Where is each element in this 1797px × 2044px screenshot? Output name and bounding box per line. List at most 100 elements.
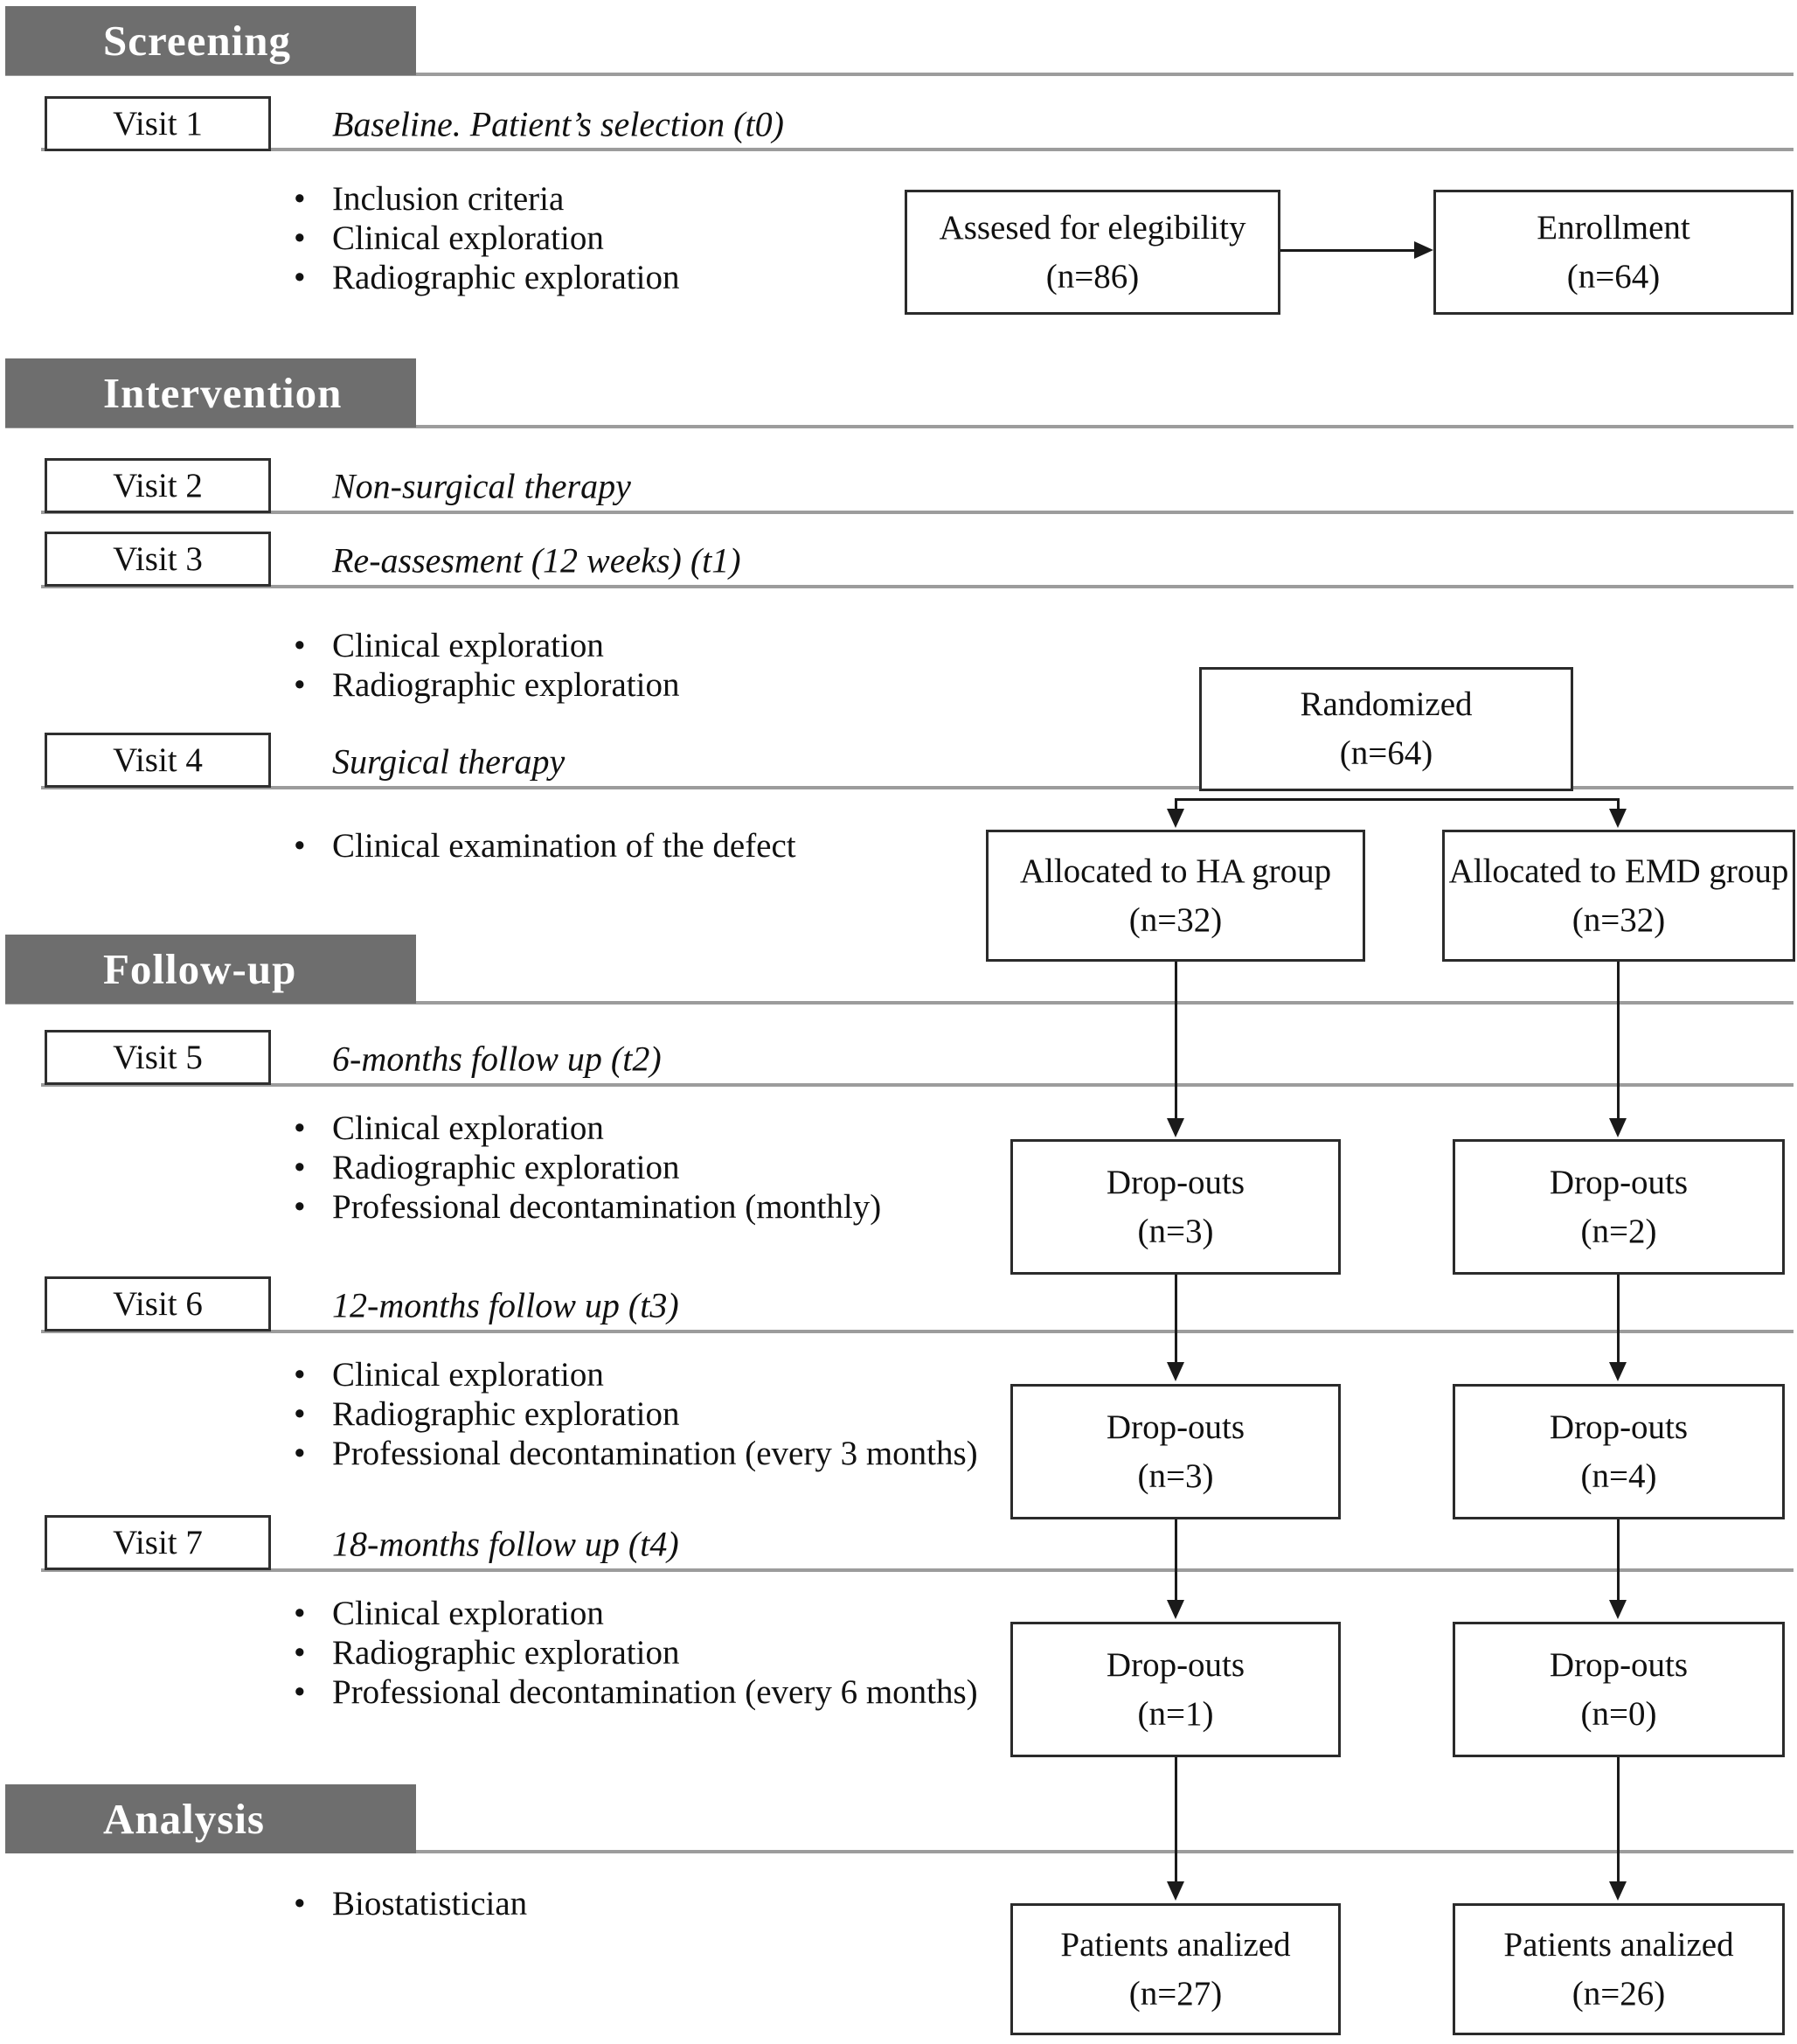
visit-2-box: Visit 2 [45,458,271,513]
allocated-emd-line2: (n=32) [1572,900,1666,939]
allocated-ha-box: Allocated to HA group (n=32) [986,830,1365,962]
visit-2-title: Non-surgical therapy [332,466,631,506]
section-bar-followup: Follow-up [5,935,416,1004]
arrow-emd-drop2-to-drop3-head [1609,1600,1627,1619]
arrow-split-left-head [1167,809,1184,828]
row-line-visit-1 [41,148,1794,151]
visit-5-bullets: Clinical exploration Radiographic explor… [294,1109,881,1227]
bullet-item: Clinical exploration [294,1594,978,1633]
bullet-item: Radiographic exploration [294,665,679,705]
dropouts-ha-t3-line2: (n=3) [1137,1457,1214,1495]
visit-6-bullets: Clinical exploration Radiographic explor… [294,1355,978,1473]
arrow-emd-alloc-to-drop1-line [1617,962,1620,1120]
enrollment-box: Enrollment (n=64) [1433,190,1794,315]
visit-1-box: Visit 1 [45,96,271,151]
bullet-item: Radiographic exploration [294,258,679,297]
arrow-emd-drop3-to-analyzed-line [1617,1757,1620,1883]
enrollment-line1: Enrollment [1537,208,1690,247]
visit-7-label: Visit 7 [113,1524,203,1561]
arrow-split-right-stub [1617,798,1620,810]
visit-6-label: Visit 6 [113,1285,203,1323]
patients-analyzed-ha-box: Patients analized (n=27) [1010,1903,1341,2035]
visit-3-label: Visit 3 [113,540,203,578]
dropouts-ha-t4-line2: (n=1) [1137,1694,1214,1733]
visit-3-box: Visit 3 [45,532,271,587]
patients-analyzed-ha-line2: (n=27) [1128,1974,1223,2013]
visit-1-bullets: Inclusion criteria Clinical exploration … [294,179,679,297]
bullet-item: Clinical exploration [294,1109,881,1148]
visit-4-bullets: Clinical examination of the defect [294,826,796,866]
arrow-ha-drop3-to-analyzed-line [1175,1757,1177,1883]
visit-7-title: 18-months follow up (t4) [332,1524,679,1564]
visit-5-label: Visit 5 [113,1039,203,1076]
visit-3-bullets: Clinical exploration Radiographic explor… [294,626,679,705]
arrow-split-right-head [1609,809,1627,828]
enrollment-line2: (n=64) [1566,257,1661,295]
assessed-line2: (n=86) [1045,257,1140,295]
dropouts-emd-t2-line1: Drop-outs [1549,1163,1689,1201]
bullet-item: Inclusion criteria [294,179,679,219]
assessed-line1: Assesed for elegibility [939,208,1246,247]
bullet-item: Clinical exploration [294,1355,978,1394]
dropouts-ha-t4-line1: Drop-outs [1106,1645,1245,1684]
bullet-item: Professional decontamination (monthly) [294,1187,881,1227]
allocated-emd-box: Allocated to EMD group (n=32) [1442,830,1795,962]
visit-6-box: Visit 6 [45,1276,271,1331]
arrow-emd-alloc-to-drop1-head [1609,1118,1627,1137]
section-label-intervention: Intervention [103,369,343,417]
row-line-visit-3 [41,585,1794,588]
arrow-ha-drop1-to-drop2-head [1167,1362,1184,1381]
bullet-item: Clinical exploration [294,626,679,665]
patients-analyzed-emd-line2: (n=26) [1572,1974,1666,2013]
dropouts-emd-t3-line2: (n=4) [1580,1457,1657,1495]
visit-7-bullets: Clinical exploration Radiographic explor… [294,1594,978,1712]
row-line-visit-5 [41,1083,1794,1087]
arrow-assessed-to-enrollment-line [1280,249,1420,252]
arrow-ha-drop1-to-drop2-line [1175,1275,1177,1364]
section-bar-screening: Screening [5,6,416,75]
arrow-emd-drop2-to-drop3-line [1617,1519,1620,1602]
visit-5-box: Visit 5 [45,1030,271,1085]
dropouts-ha-t2-line2: (n=3) [1137,1212,1214,1250]
row-line-visit-2 [41,511,1794,514]
visit-4-label: Visit 4 [113,741,203,779]
visit-4-box: Visit 4 [45,733,271,788]
assessed-box: Assesed for elegibility (n=86) [905,190,1280,315]
arrow-emd-drop3-to-analyzed-head [1609,1881,1627,1901]
bullet-item: Biostatistician [294,1884,527,1923]
dropouts-ha-t3-line1: Drop-outs [1106,1408,1245,1446]
section-label-analysis: Analysis [103,1795,266,1843]
patients-analyzed-ha-line1: Patients analized [1060,1925,1291,1964]
bullet-item: Radiographic exploration [294,1148,881,1187]
visit-1-label: Visit 1 [113,105,203,143]
dropouts-emd-t3-line1: Drop-outs [1549,1408,1689,1446]
arrow-ha-alloc-to-drop1-head [1167,1118,1184,1137]
section-label-followup: Follow-up [103,945,297,993]
arrow-emd-drop1-to-drop2-head [1609,1362,1627,1381]
allocated-ha-line2: (n=32) [1128,900,1223,939]
arrow-ha-drop2-to-drop3-head [1167,1600,1184,1619]
dropouts-ha-t3-box: Drop-outs (n=3) [1010,1384,1341,1519]
dropouts-emd-t2-line2: (n=2) [1580,1212,1657,1250]
section-bar-intervention: Intervention [5,358,416,428]
visit-3-title: Re-assesment (12 weeks) (t1) [332,540,741,581]
section-line-analysis [5,1850,1794,1853]
dropouts-emd-t4-line2: (n=0) [1580,1694,1657,1733]
dropouts-emd-t4-line1: Drop-outs [1549,1645,1689,1684]
arrow-assessed-to-enrollment-head [1414,241,1433,259]
section-line-screening [5,73,1794,76]
patients-analyzed-emd-box: Patients analized (n=26) [1453,1903,1785,2035]
section-label-screening: Screening [103,17,291,65]
allocated-emd-line1: Allocated to EMD group [1448,852,1789,890]
arrow-ha-drop3-to-analyzed-head [1167,1881,1184,1901]
section-line-followup [5,1001,1794,1005]
row-line-visit-4 [41,786,1794,789]
dropouts-emd-t3-box: Drop-outs (n=4) [1453,1384,1785,1519]
bullet-item: Professional decontamination (every 3 mo… [294,1434,978,1473]
randomized-line1: Randomized [1300,685,1473,723]
row-line-visit-7 [41,1568,1794,1572]
allocated-ha-line1: Allocated to HA group [1019,852,1332,890]
visit-5-title: 6-months follow up (t2) [332,1039,662,1079]
visit-1-title: Baseline. Patient’s selection (t0) [332,104,784,144]
